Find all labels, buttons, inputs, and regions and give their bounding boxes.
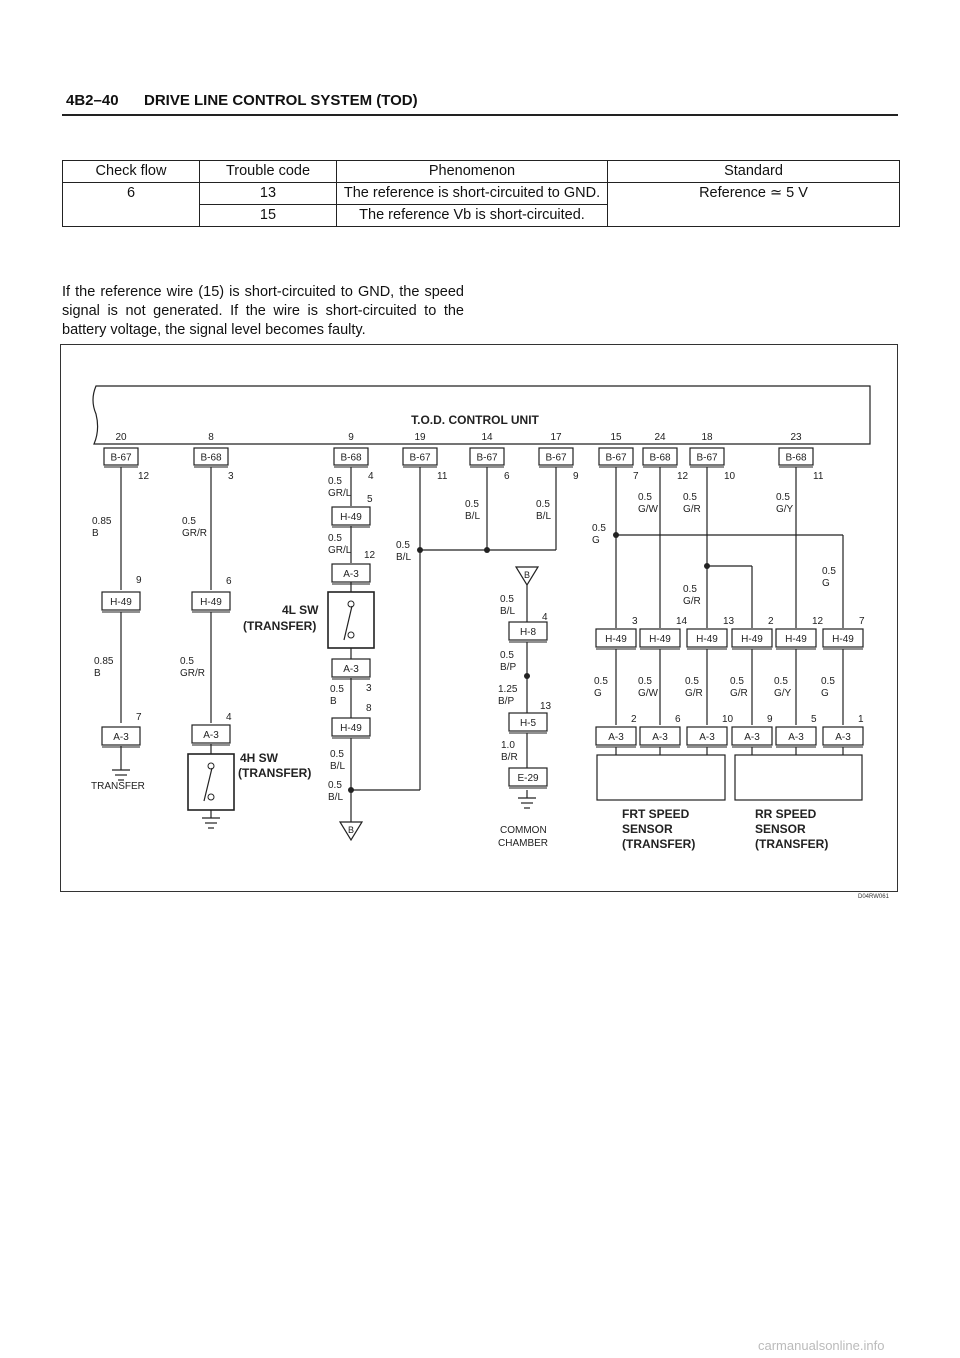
figure-id: D04RW061 bbox=[858, 894, 889, 900]
check-flow-cell: 6 bbox=[62, 182, 200, 227]
watermark-footer: carmanualsonline.info bbox=[758, 1338, 885, 1353]
trouble-code-cell: 15 bbox=[199, 204, 337, 227]
table-row: 15 The reference Vb is short-circuited. bbox=[63, 204, 900, 227]
table-header-row: Check flow Trouble code Phenomenon Stand… bbox=[62, 160, 900, 183]
header-rule bbox=[62, 114, 898, 116]
section-title: DRIVE LINE CONTROL SYSTEM (TOD) bbox=[144, 92, 418, 109]
table-row: 6 13 The reference is short-circuited to… bbox=[62, 182, 900, 227]
wiring-diagram-frame bbox=[60, 344, 898, 892]
col-header: Phenomenon bbox=[336, 160, 608, 183]
phenomenon-cell: The reference Vb is short-circuited. bbox=[336, 204, 608, 227]
trouble-code-cell: 13 bbox=[199, 182, 337, 205]
phenomenon-cell: The reference is short-circuited to GND. bbox=[336, 182, 608, 205]
section-code: 4B2–40 bbox=[66, 92, 119, 109]
check-table: Check flow Trouble code Phenomenon Stand… bbox=[62, 160, 900, 227]
col-header: Check flow bbox=[62, 160, 200, 183]
description-paragraph: If the reference wire (15) is short-circ… bbox=[62, 284, 464, 338]
standard-cell: Reference ≃ 5 V bbox=[607, 182, 900, 227]
col-header: Standard bbox=[607, 160, 900, 183]
col-header: Trouble code bbox=[199, 160, 337, 183]
page-header: 4B2–40 DRIVE LINE CONTROL SYSTEM (TOD) bbox=[66, 92, 418, 109]
